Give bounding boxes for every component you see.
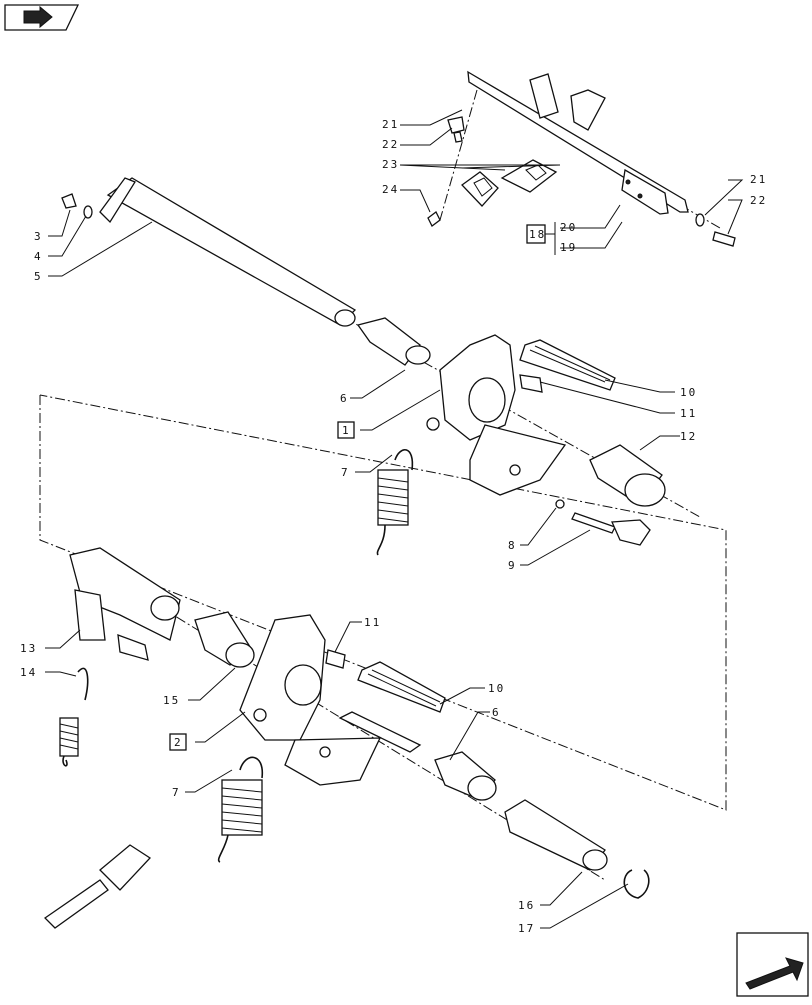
next-button[interactable]: [736, 932, 809, 997]
shaft-5: [99, 177, 357, 327]
snap-ring-17: [623, 869, 650, 899]
callout-24: 24: [382, 183, 399, 196]
callout-7-upper: 7: [341, 466, 350, 479]
callout-3: 3: [34, 230, 43, 243]
callout-9: 9: [508, 559, 517, 572]
callout-10-lower: 10: [488, 682, 505, 695]
shaft-16: [504, 799, 608, 871]
callout-22-right: 22: [750, 194, 767, 207]
callout-18: 18: [529, 228, 546, 241]
callout-22-upper: 22: [382, 138, 399, 151]
callout-12: 12: [680, 430, 697, 443]
callout-11-lower: 11: [364, 616, 381, 629]
screw-3: [61, 193, 77, 209]
callout-13: 13: [20, 642, 37, 655]
spring-7-upper: [376, 449, 414, 556]
spring-14: [59, 667, 89, 767]
screw-11-upper: [519, 374, 543, 393]
callout-8: 8: [508, 539, 517, 552]
pedal-lever-2: [239, 614, 382, 786]
forward-arrow-icon: [745, 957, 804, 990]
callout-19: 19: [560, 241, 577, 254]
bushing-6-upper: [356, 317, 431, 366]
washer-4: [83, 205, 93, 219]
callout-4: 4: [34, 250, 43, 263]
clevis-rod: [43, 844, 152, 929]
callout-21-right: 21: [750, 173, 767, 186]
screw-11-lower: [325, 649, 346, 669]
callout-10-upper: 10: [680, 386, 697, 399]
callout-6-upper: 6: [340, 392, 349, 405]
callout-20: 20: [560, 221, 577, 234]
back-button[interactable]: [4, 4, 80, 31]
wear-pad-23: [461, 159, 558, 207]
callout-1: 1: [342, 424, 351, 437]
screw-24: [427, 211, 441, 227]
pin-9: [571, 512, 651, 546]
callout-7-lower: 7: [172, 786, 181, 799]
callout-16: 16: [518, 899, 535, 912]
callout-2: 2: [174, 736, 183, 749]
spring-7-lower: [217, 756, 264, 863]
back-arrow-icon: [23, 5, 53, 29]
callout-14: 14: [20, 666, 37, 679]
callout-2-box: 2: [169, 733, 187, 751]
centerline-plate: [439, 89, 478, 221]
lever-13: [69, 547, 181, 661]
bushing-12: [589, 444, 666, 507]
callout-labels: 21 22 23 24 20 19 21 22 18 3 4 5 6 1 7 1…: [20, 118, 767, 935]
bushing-15: [194, 611, 255, 668]
pedal-pad-10-lower: [357, 661, 446, 713]
mounting-bracket: [467, 70, 689, 215]
bushing-6-lower: [434, 751, 497, 801]
clip-8: [555, 499, 565, 509]
leader-lines: [45, 109, 744, 929]
callout-18-box: 18: [526, 222, 556, 255]
callout-6-lower: 6: [492, 706, 501, 719]
callout-17: 17: [518, 922, 535, 935]
callout-11-upper: 11: [680, 407, 697, 420]
callout-15: 15: [163, 694, 180, 707]
callout-1-box: 1: [337, 421, 355, 439]
callout-23: 23: [382, 158, 399, 171]
wear-plate: [338, 711, 422, 753]
callout-21-upper: 21: [382, 118, 399, 131]
bolt-22-right: [695, 213, 736, 247]
callout-5: 5: [34, 270, 43, 283]
pedal-lever-1: [426, 334, 567, 496]
pedal-pad-10-upper: [519, 339, 616, 391]
